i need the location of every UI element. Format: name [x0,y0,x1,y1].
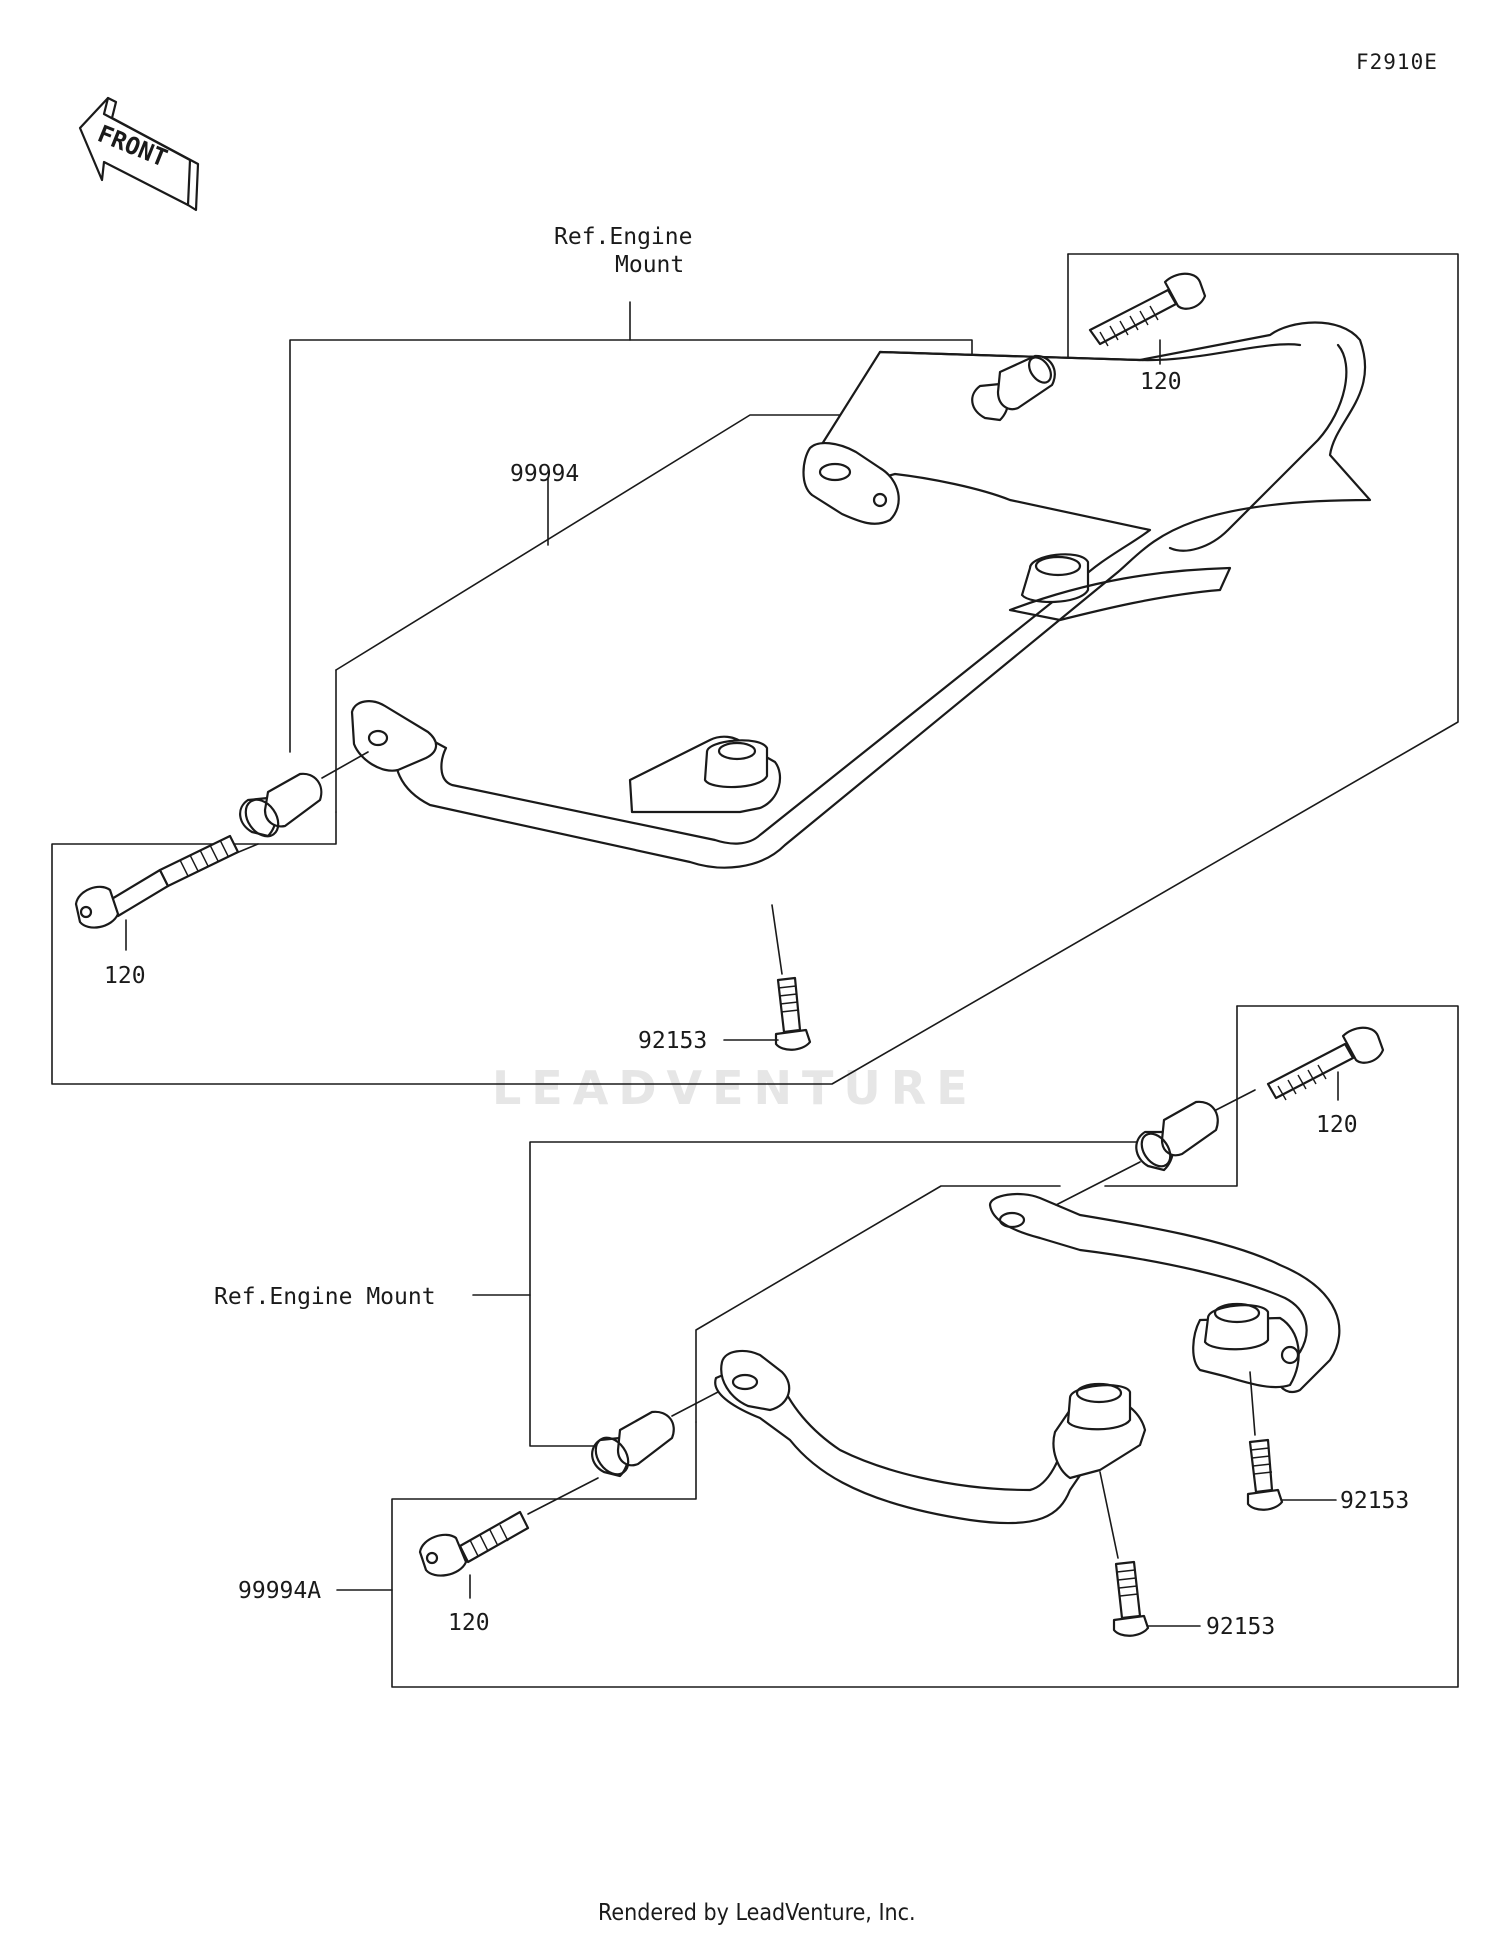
upper-outer-frame [51,253,1459,1085]
lower-left-bolt [418,1510,530,1577]
upper-assy-label: 99994 [510,461,579,487]
lower-pin-right-label: 92153 [1340,1488,1409,1514]
lower-assy-label: 99994A [238,1578,321,1604]
diagram-code: F2910E [1356,50,1438,74]
watermark: LEADVENTURE [492,1061,978,1115]
upper-left-bolt [74,834,240,929]
upper-left-plate [350,700,438,772]
lower-pin-mid [1099,1471,1150,1637]
lower-assembly: Ref.Engine Mount 99994A 120 [214,1005,1459,1688]
upper-right-bolt [1088,272,1207,347]
front-label: FRONT [94,120,171,173]
lower-guard-tube-rear [988,1192,1341,1394]
lower-left-collar [591,1410,675,1478]
upper-pin [771,904,812,1051]
lower-right-collar [1135,1100,1219,1172]
lower-right-bracket [1104,1005,1238,1187]
lower-bolt-left-label: 120 [448,1610,490,1636]
upper-assembly: 99994 Ref.Engine Mount 120 [51,224,1459,1085]
upper-ref-line1: Ref.Engine [554,224,692,250]
upper-ref-line2: Mount [615,252,684,278]
lower-bolt-right-label: 120 [1316,1112,1358,1138]
lower-ref-bracket [529,1141,1141,1447]
watermark-text: LEADVENTURE [492,1061,978,1115]
upper-guard-tube [394,321,1372,869]
upper-right-collar [971,354,1056,422]
footer-credit: Rendered by LeadVenture, Inc. [598,1900,916,1926]
lower-outer-frame [391,1005,1459,1688]
lower-pin-right [1246,1371,1284,1511]
upper-bolt-left-label: 120 [104,963,146,989]
lower-left-plate [720,1349,791,1412]
upper-ref-label: Ref.Engine Mount [554,224,706,278]
lower-right-bolt [1266,1026,1385,1101]
upper-pin-label: 92153 [638,1028,707,1054]
upper-bolt-right-label: 120 [1140,369,1182,395]
upper-left-collar [239,772,323,838]
lower-ref-label: Ref.Engine Mount [214,1284,436,1310]
lower-pin-mid-label: 92153 [1206,1614,1275,1640]
front-arrow-icon: FRONT [78,96,200,212]
